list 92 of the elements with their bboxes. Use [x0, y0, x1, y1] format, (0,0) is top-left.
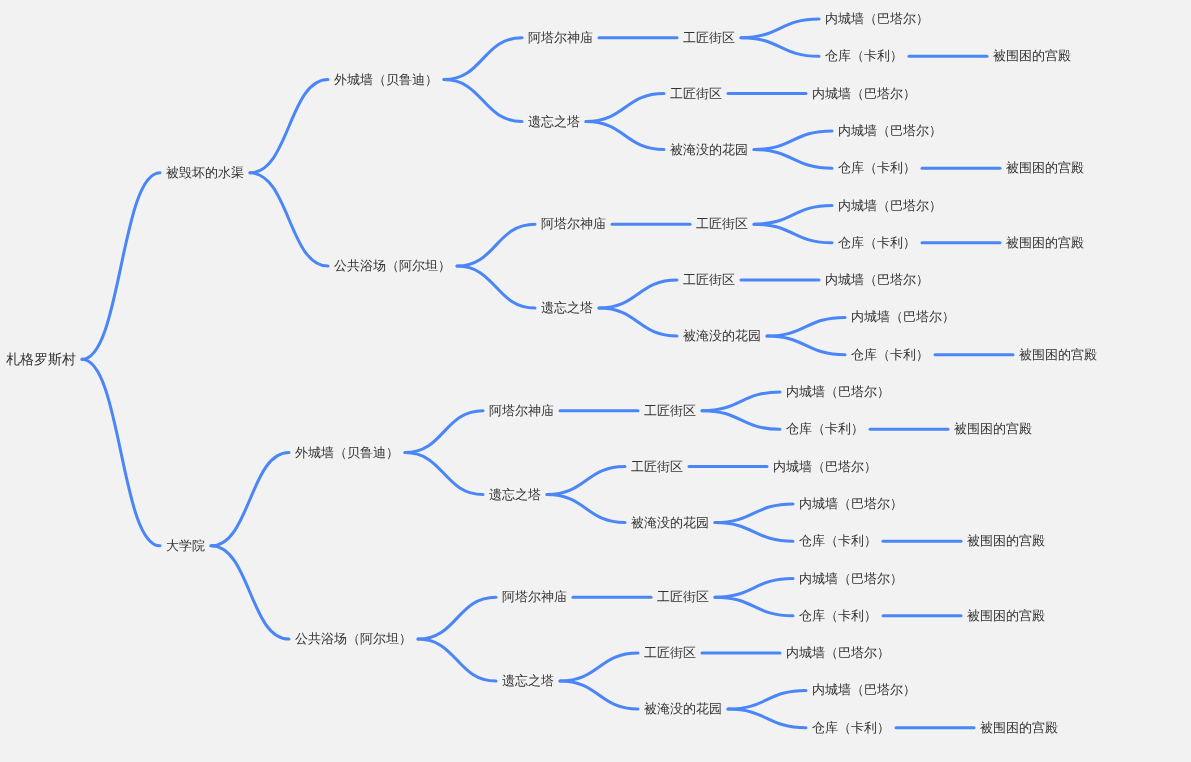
topic-label: 内城墙（巴塔尔）	[767, 455, 883, 478]
topic-label: 被淹没的花园	[677, 325, 767, 348]
topic-label: 遗忘之塔	[535, 297, 599, 320]
topic-label: 被围困的宫殿	[974, 716, 1064, 739]
branch-line	[597, 306, 679, 338]
branch-line	[209, 544, 291, 641]
topic-label: 内城墙（巴塔尔）	[793, 492, 909, 515]
topic-label: 被毁坏的水渠	[160, 161, 250, 184]
topic-label: 遗忘之塔	[483, 483, 547, 506]
branch-line	[752, 222, 834, 245]
topic-label: 工匠街区	[677, 269, 741, 292]
topic-label: 仓库（卡利）	[793, 604, 883, 627]
branch-line	[700, 409, 782, 431]
topic-label: 被围困的宫殿	[1000, 231, 1090, 254]
branch-line	[558, 679, 640, 711]
branch-line	[920, 166, 1002, 170]
branch-line	[726, 707, 808, 730]
branch-line	[597, 36, 679, 40]
branch-line	[752, 148, 834, 170]
topic-label: 仓库（卡利）	[819, 45, 909, 68]
topic-label: 被淹没的花园	[638, 698, 728, 721]
branch-line	[765, 334, 847, 357]
topic-label: 被围困的宫殿	[1000, 157, 1090, 180]
topic-label: 公共浴场（阿尔坦）	[328, 255, 457, 278]
topic-label: 札格罗斯村	[0, 348, 82, 371]
branch-line	[726, 92, 808, 96]
branch-line	[545, 493, 627, 525]
topic-label: 内城墙（巴塔尔）	[845, 306, 961, 329]
topic-label: 被围困的宫殿	[961, 604, 1051, 627]
branch-line	[868, 427, 950, 431]
topic-label: 遗忘之塔	[522, 110, 586, 133]
branch-line	[739, 36, 821, 58]
topic-label: 阿塔尔神庙	[483, 399, 560, 422]
topic-label: 内城墙（巴塔尔）	[832, 119, 948, 142]
topic-label: 内城墙（巴塔尔）	[806, 679, 922, 702]
branch-line	[687, 465, 769, 469]
branch-line	[558, 651, 640, 683]
topic-label: 仓库（卡利）	[793, 530, 883, 553]
topic-label: 仓库（卡利）	[832, 231, 922, 254]
branch-line	[403, 451, 485, 497]
topic-label: 工匠街区	[625, 455, 689, 478]
topic-label: 被淹没的花园	[664, 138, 754, 161]
topic-label: 被围困的宫殿	[948, 418, 1038, 441]
branch-line	[597, 278, 679, 310]
branch-line	[881, 539, 963, 543]
topic-label: 工匠街区	[690, 213, 754, 236]
branch-line	[700, 651, 782, 655]
topic-label: 工匠街区	[638, 642, 702, 665]
branch-line	[80, 357, 162, 548]
branch-line	[248, 171, 330, 268]
topic-label: 仓库（卡利）	[832, 157, 922, 180]
branch-line	[416, 637, 498, 683]
branch-line	[713, 521, 795, 543]
topic-label: 内城墙（巴塔尔）	[832, 194, 948, 217]
branch-line	[881, 614, 963, 618]
topic-label: 内城墙（巴塔尔）	[780, 381, 896, 403]
topic-label: 被围困的宫殿	[1013, 343, 1103, 366]
topic-label: 内城墙（巴塔尔）	[819, 8, 935, 30]
topic-label: 内城墙（巴塔尔）	[819, 269, 935, 292]
topic-label: 工匠街区	[651, 586, 715, 609]
topic-label: 工匠街区	[664, 82, 728, 105]
branch-line	[739, 278, 821, 282]
topic-label: 外城墙（贝鲁迪）	[328, 68, 444, 91]
topic-label: 仓库（卡利）	[806, 716, 896, 739]
branch-line	[558, 409, 640, 413]
topic-label: 阿塔尔神庙	[535, 213, 612, 236]
topic-label: 工匠街区	[638, 399, 702, 422]
branch-line	[455, 264, 537, 310]
branch-line	[920, 241, 1002, 245]
branch-line	[933, 353, 1015, 357]
topic-label: 仓库（卡利）	[780, 418, 870, 441]
branch-line	[894, 726, 976, 730]
topic-label: 被淹没的花园	[625, 511, 715, 534]
topic-label: 遗忘之塔	[496, 670, 560, 693]
branch-line	[442, 78, 524, 124]
topic-label: 外城墙（贝鲁迪）	[289, 441, 405, 464]
branch-line	[907, 54, 989, 58]
topic-label: 阿塔尔神庙	[522, 26, 599, 49]
topic-label: 阿塔尔神庙	[496, 586, 573, 609]
topic-label: 工匠街区	[677, 26, 741, 49]
topic-label: 内城墙（巴塔尔）	[793, 567, 909, 590]
topic-label: 公共浴场（阿尔坦）	[289, 628, 418, 651]
branch-line	[584, 120, 666, 152]
topic-label: 内城墙（巴塔尔）	[806, 82, 922, 105]
topic-label: 仓库（卡利）	[845, 343, 935, 366]
topic-label: 被围困的宫殿	[987, 45, 1077, 68]
topic-label: 大学院	[160, 534, 211, 557]
topic-label: 被围困的宫殿	[961, 530, 1051, 553]
branch-line	[610, 222, 692, 226]
topic-label: 内城墙（巴塔尔）	[780, 642, 896, 665]
branch-line	[713, 595, 795, 618]
branch-line	[571, 595, 653, 599]
